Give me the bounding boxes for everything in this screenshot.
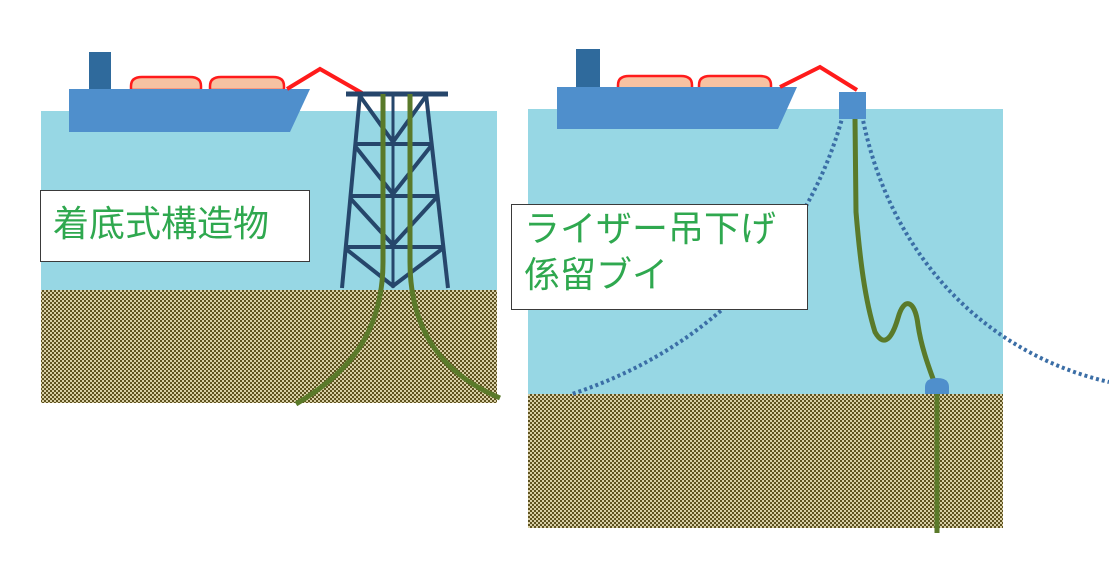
riser-pipe [294, 94, 386, 407]
lng-tank [129, 75, 203, 92]
ship-stack [89, 52, 111, 92]
label-riser-buoy: ライザー吊下げ 係留ブイ [511, 204, 808, 310]
riser-pipe [852, 117, 940, 533]
ship-hull [557, 87, 797, 129]
seabed-connector [925, 378, 949, 394]
seabed-right [528, 394, 1003, 528]
ship-stack [576, 49, 600, 89]
label-line: 係留ブイ [524, 255, 669, 296]
riser-pipe [407, 94, 501, 401]
seabed-left [41, 290, 497, 403]
label-line: 着底式構造物 [53, 204, 270, 245]
panel-fixed-structure [41, 52, 501, 407]
mooring-line [860, 114, 1109, 384]
loading-hose [779, 64, 859, 92]
tanker-ship-right [557, 49, 797, 129]
label-line: ライザー吊下げ [524, 209, 777, 250]
label-fixed-structure: 着底式構造物 [40, 190, 310, 262]
lng-tank [208, 75, 286, 92]
ship-hull [69, 89, 310, 132]
lng-tank [616, 74, 694, 91]
mooring-buoy [839, 92, 866, 119]
tanker-ship-left [69, 52, 310, 132]
loading-hose [285, 66, 363, 95]
lng-tank [697, 74, 773, 91]
jacket-structure [340, 91, 450, 289]
